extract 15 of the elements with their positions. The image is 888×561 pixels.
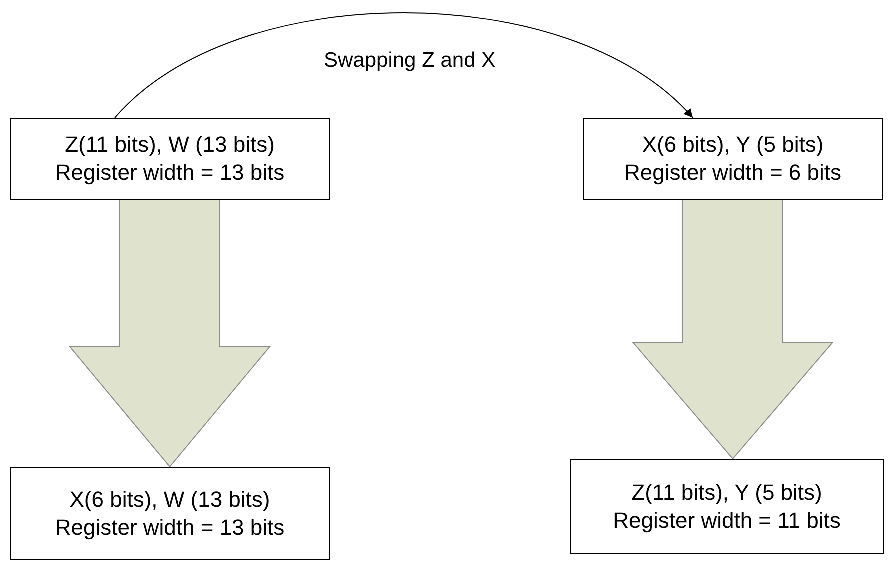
register-box: [10, 467, 330, 560]
register-text: Register width = 6 bits: [624, 159, 842, 187]
register-text: X(6 bits), W (13 bits): [70, 486, 270, 514]
register-box: [583, 118, 883, 200]
register-text: Z(11 bits), Y (5 bits): [632, 478, 822, 506]
register-text: X(6 bits), Y (5 bits): [642, 131, 824, 159]
curved-arrow: [114, 12, 694, 118]
block-arrow: [68, 200, 272, 468]
register-text: Z(11 bits), W (13 bits): [65, 131, 275, 159]
register-text: Register width = 13 bits: [55, 159, 285, 187]
register-box: [10, 118, 330, 200]
register-text: Register width = 11 bits: [613, 506, 841, 534]
register-box: [570, 459, 884, 554]
block-arrow: [632, 200, 834, 460]
register-text: Register width = 13 bits: [55, 514, 285, 542]
